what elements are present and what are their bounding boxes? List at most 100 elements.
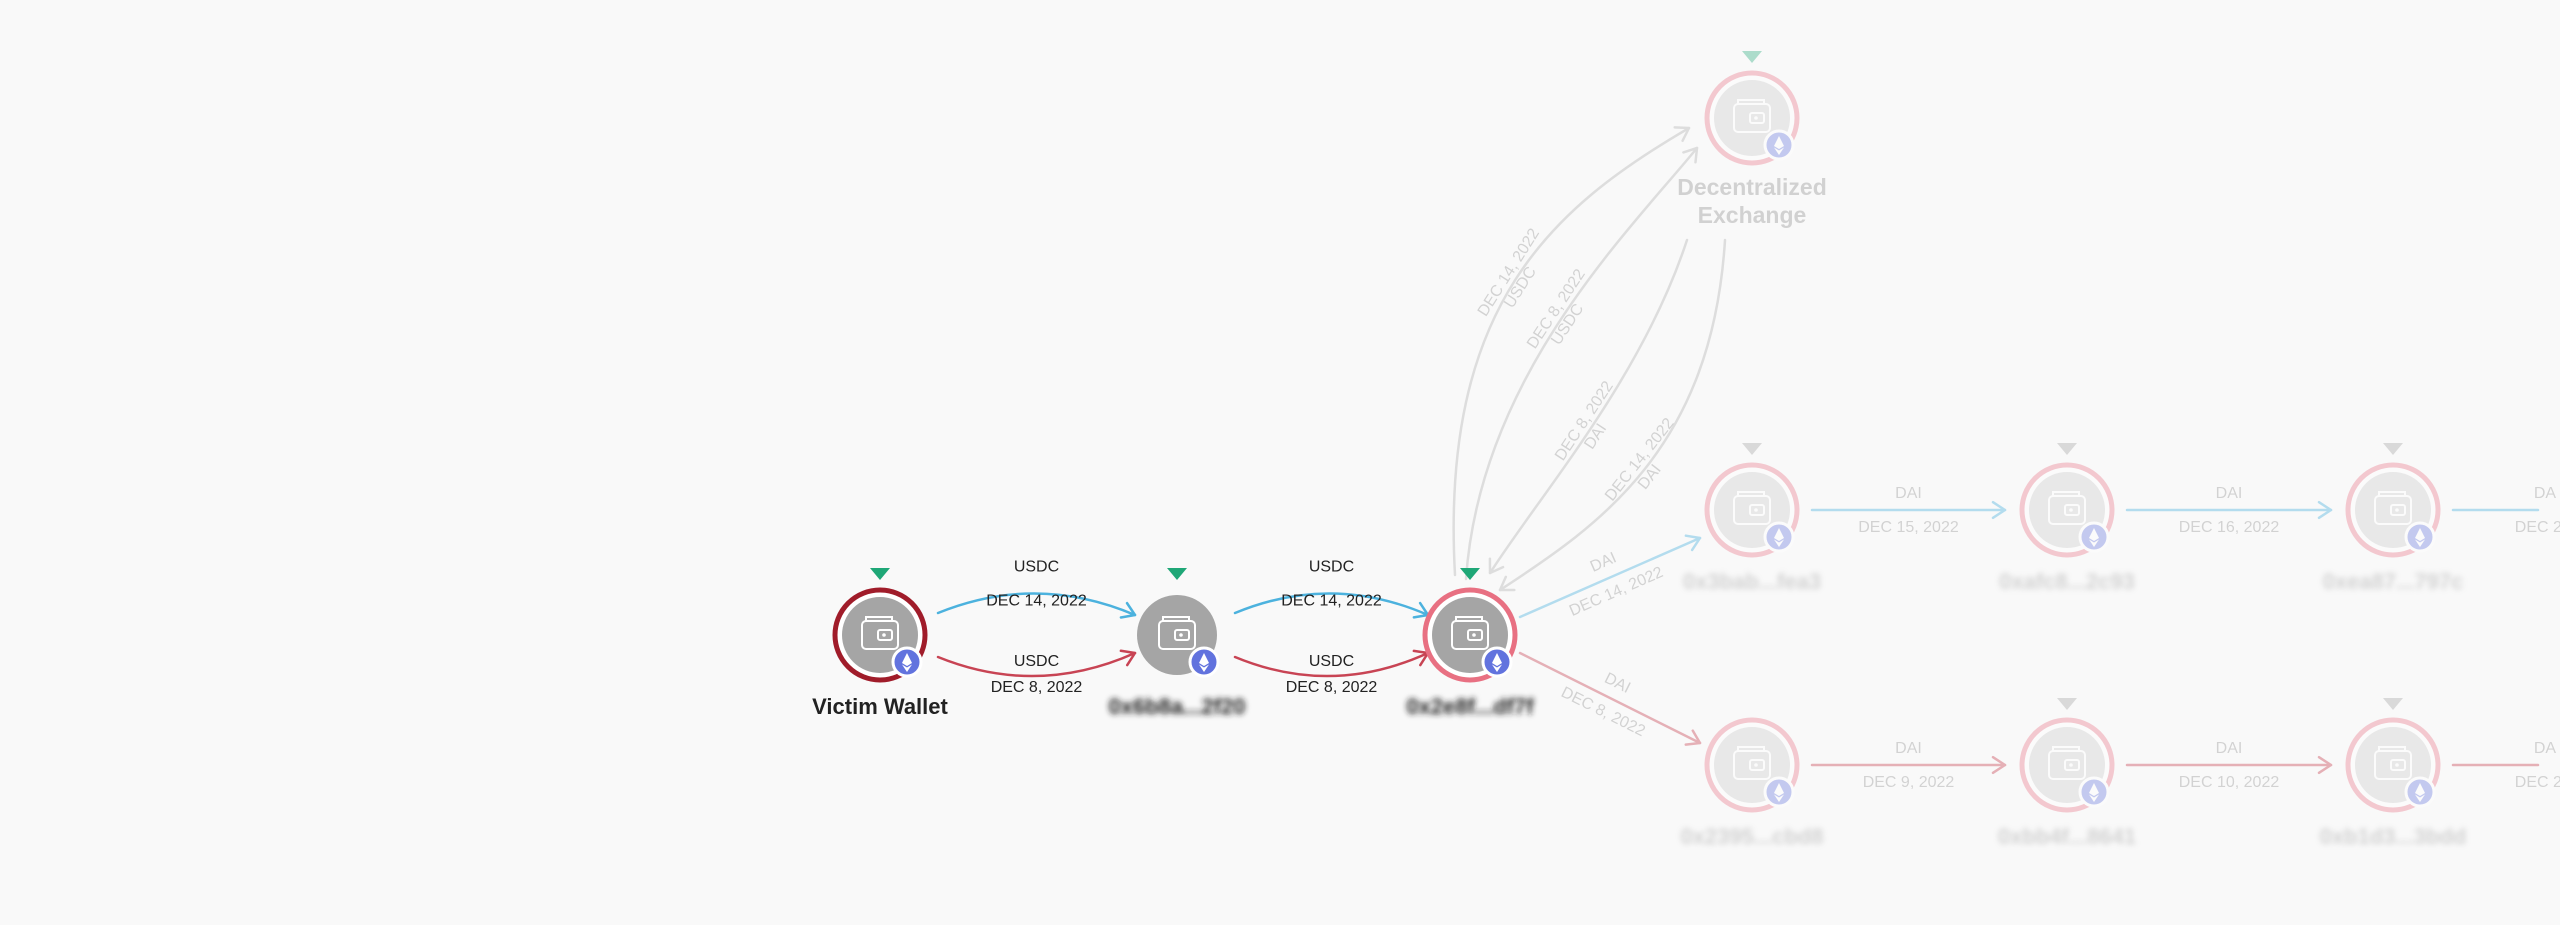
wallet-icon	[1733, 491, 1771, 525]
node-ring	[2019, 462, 2115, 558]
edge-arrowhead	[2317, 500, 2333, 520]
wallet-icon	[1451, 616, 1489, 650]
node-marker-triangle-icon	[2383, 443, 2403, 455]
edge-arrowhead	[1673, 126, 1691, 143]
edge-date-label: DEC 21,	[2515, 519, 2560, 536]
node-marker-triangle-icon	[1742, 443, 1762, 455]
ethereum-icon	[1188, 646, 1220, 678]
edge-b1-to-b2-red[interactable]: DAI DEC 9, 2022	[1810, 740, 2007, 791]
ethereum-icon	[1763, 129, 1795, 161]
edge-token-label: DAI	[1588, 549, 1619, 575]
wallet-node-victim[interactable]: Victim Wallet	[812, 568, 949, 719]
node-label: Victim Wallet	[812, 694, 948, 719]
wallet-node-hop1[interactable]: 0x6b8a...2f20	[1109, 568, 1246, 719]
node-marker-triangle-icon	[870, 568, 890, 580]
edge-date-label: DEC 9, 2022	[1863, 774, 1955, 791]
edge-token-label: DA	[2534, 485, 2557, 502]
edge-victim-to-hop1-blue[interactable]: USDC DEC 14, 2022	[936, 559, 1137, 619]
edge-line	[936, 651, 1137, 678]
wallet-node-a1[interactable]: 0x3bab...fea3	[1683, 443, 1821, 594]
edge-date-label: DEC 10, 2022	[2179, 774, 2280, 791]
node-label: 0x2e8f...df7f	[1406, 694, 1534, 719]
edge-arrowhead	[1488, 557, 1505, 575]
ethereum-icon	[2404, 776, 2436, 808]
node-body	[2029, 727, 2105, 803]
edge-date-label: DEC 14, 2022	[1281, 593, 1382, 610]
edge-date-label: DEC 14, 2022	[986, 593, 1087, 610]
node-label: 0xea87...797c	[2323, 569, 2464, 594]
edge-token-label: DAI	[1895, 485, 1922, 502]
node-marker-triangle-icon	[2057, 443, 2077, 455]
edge-hop1-to-hop2-blue[interactable]: USDC DEC 14, 2022	[1233, 559, 1430, 619]
ethereum-icon	[1763, 521, 1795, 553]
edge-date-label: DEC 8, 2022	[1558, 684, 1648, 740]
wallet-icon	[2048, 746, 2086, 780]
node-ring	[2345, 462, 2441, 558]
wallet-node-b2[interactable]: 0xbb4f...8641	[1998, 698, 2136, 849]
node-body	[2355, 727, 2431, 803]
node-body	[2355, 472, 2431, 548]
edge-token-label: DAI	[1895, 740, 1922, 757]
node-marker-triangle-icon	[1460, 568, 1480, 580]
edge-b2-to-b3-red[interactable]: DAI DEC 10, 2022	[2125, 740, 2333, 791]
wallet-icon	[1733, 99, 1771, 133]
edge-token-label: USDC	[1309, 559, 1354, 576]
node-label: 0xbb4f...8641	[1998, 824, 2136, 849]
edge-arrowhead	[1991, 755, 2007, 775]
edge-arrowhead	[1991, 500, 2007, 520]
edge-line	[1233, 651, 1430, 678]
wallet-icon	[2374, 746, 2412, 780]
edge-arrowhead	[1682, 146, 1699, 164]
edge-token-label: DAI	[1602, 670, 1633, 697]
edge-a1-to-a2-blue[interactable]: DAI DEC 15, 2022	[1810, 485, 2007, 536]
wallet-node-a3[interactable]: 0xea87...797c	[2323, 443, 2464, 594]
edge-line	[1518, 651, 1702, 745]
edge-victim-to-hop1-red[interactable]: USDC DEC 8, 2022	[936, 649, 1137, 696]
node-ring	[2019, 717, 2115, 813]
edge-line	[1233, 592, 1430, 617]
edge-date-label: DEC 14, 2022	[1602, 415, 1678, 505]
edge-token-label: USDC	[1014, 653, 1059, 670]
edge-line	[1464, 146, 1699, 581]
edge-date-label: DEC 15, 2022	[1858, 519, 1959, 536]
edge-date-label: DEC 14, 2022	[1567, 564, 1666, 620]
node-label: 0x6b8a...2f20	[1109, 694, 1246, 719]
ethereum-icon	[2078, 776, 2110, 808]
edge-arrowhead	[1119, 601, 1137, 619]
ethereum-icon	[1763, 776, 1795, 808]
node-label: 0x3bab...fea3	[1683, 569, 1821, 594]
edge-token-label: DAI	[2216, 740, 2243, 757]
wallet-node-b3[interactable]: 0xb1d3...3bdd	[2320, 698, 2467, 849]
node-ring	[1704, 70, 1800, 166]
wallet-node-a2[interactable]: 0xafc8...2c93	[1999, 443, 2135, 594]
edge-token-label: USDC	[1014, 559, 1059, 576]
wallet-icon	[1158, 616, 1196, 650]
wallet-icon	[2048, 491, 2086, 525]
edge-arrowhead	[2317, 755, 2333, 775]
wallet-node-b1[interactable]: 0x2395...cbd8	[1680, 717, 1824, 849]
node-label: Exchange	[1698, 202, 1807, 228]
wallet-node-hop2[interactable]: 0x2e8f...df7f	[1406, 568, 1534, 719]
node-label: Decentralized	[1677, 174, 1827, 200]
node-body	[1714, 727, 1790, 803]
node-ring	[1704, 462, 1800, 558]
edge-token-label: DA	[2534, 740, 2557, 757]
edge-token-label: DAI	[2216, 485, 2243, 502]
node-body	[1714, 472, 1790, 548]
edge-arrowhead	[1684, 534, 1702, 552]
ethereum-icon	[2404, 521, 2436, 553]
edge-token-label: USDC	[1309, 653, 1354, 670]
edge-date-label: DEC 8, 2022	[991, 679, 1083, 696]
node-marker-triangle-icon	[1742, 51, 1762, 63]
edge-a3-to-offscreen_a-blue[interactable]: DA DEC 21,	[2451, 485, 2560, 536]
